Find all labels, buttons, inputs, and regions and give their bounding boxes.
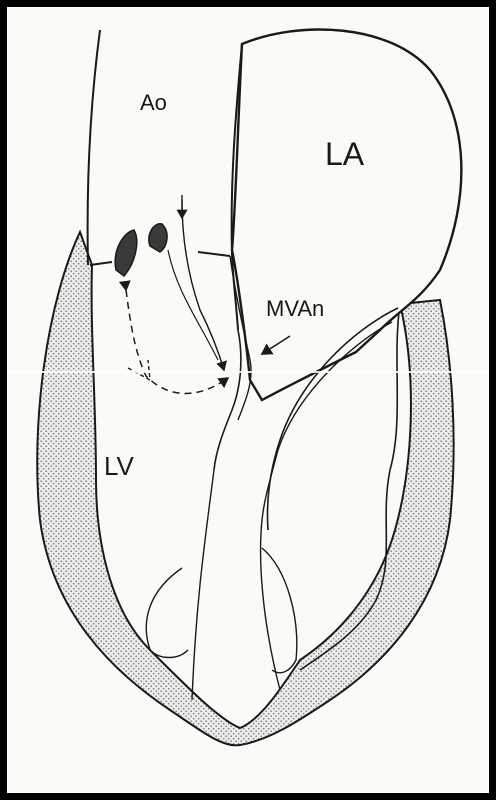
- papillary-muscle-right: [262, 548, 297, 673]
- label-lv: LV: [104, 451, 135, 481]
- chorda-left: [192, 470, 214, 700]
- chorda-right: [261, 520, 280, 690]
- aortic-leaflet-left: [115, 230, 137, 276]
- flow-arrow-1: [182, 200, 224, 370]
- aorta-left-wall: [88, 30, 100, 265]
- flow-arrow-3: [168, 250, 218, 360]
- aortic-leaflet-right: [149, 224, 167, 252]
- aortic-root-line: [90, 262, 112, 265]
- label-la: LA: [325, 136, 365, 172]
- label-mvan: MVAn: [266, 296, 324, 321]
- dashed-flow-loop: [126, 290, 228, 394]
- label-ao: Ao: [140, 90, 167, 115]
- papillary-muscle-left: [146, 568, 188, 658]
- aortic-root-right: [198, 252, 230, 256]
